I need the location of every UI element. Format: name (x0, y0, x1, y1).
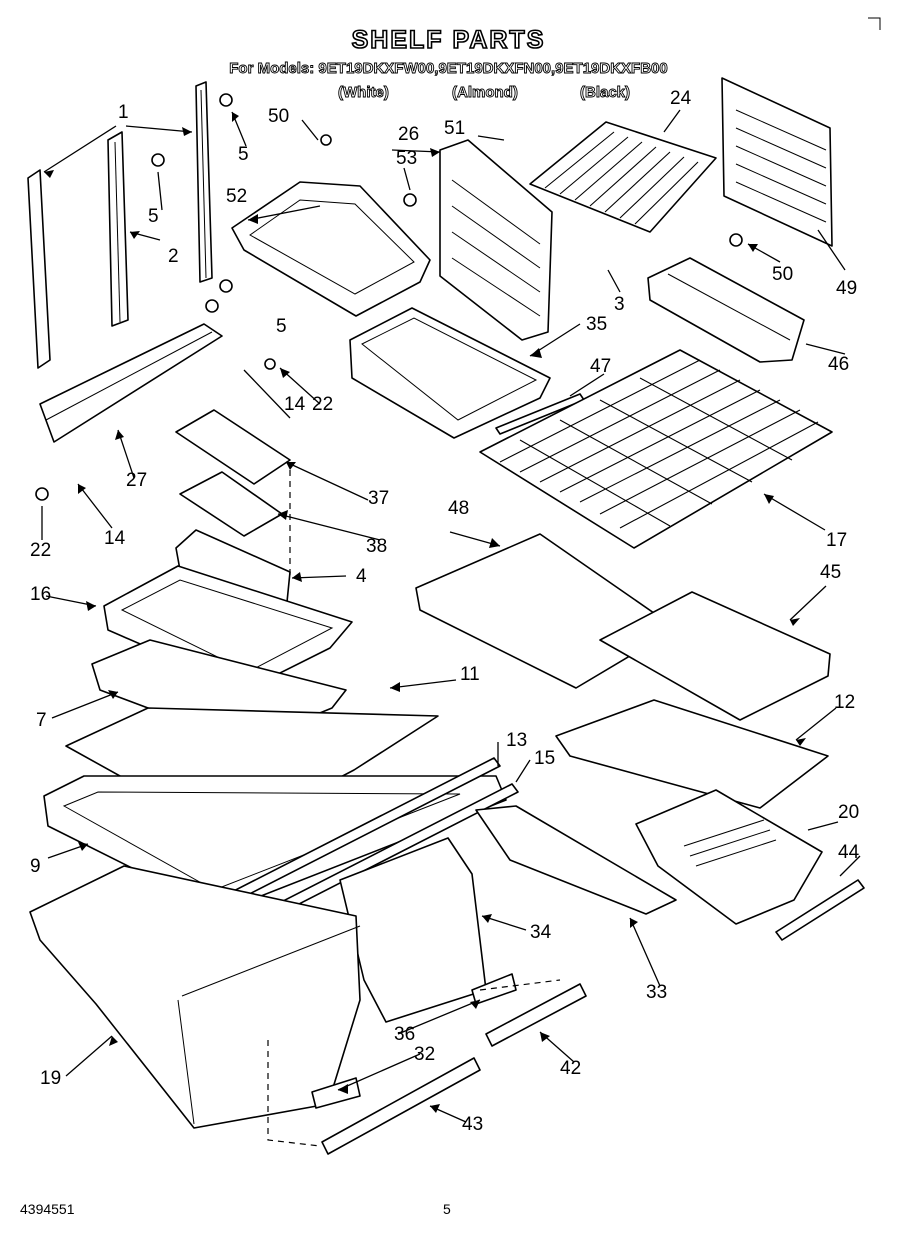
callout-leader-lines (41, 109, 861, 1123)
color-label-black: (Black) (580, 84, 631, 102)
part-17-wire-shelf (479, 349, 833, 549)
part-42-handle (485, 983, 587, 1047)
callout-number: 43 (462, 1114, 483, 1135)
callout-number: 14 (284, 394, 306, 415)
callout-number: 27 (126, 470, 147, 491)
color-label-white: (White) (338, 84, 390, 102)
callout-number: 38 (366, 536, 387, 557)
callout-number: 20 (838, 802, 859, 823)
part-53-grommet (403, 193, 417, 207)
callout-number: 46 (828, 354, 849, 375)
callout-number: 5 (238, 144, 249, 165)
part-19-crisper-drawer (29, 865, 361, 1129)
part-33-drawer-rail (475, 805, 677, 915)
part-26-door-panel (439, 139, 553, 341)
callout-number: 33 (646, 982, 667, 1003)
callout-number: 24 (670, 88, 692, 109)
callout-number: 16 (30, 584, 51, 605)
callout-number: 2 (168, 246, 179, 267)
callout-number: 5 (148, 206, 159, 227)
callout-number: 35 (586, 314, 607, 335)
callout-number: 5 (276, 316, 287, 337)
models-line: For Models: 9ET19DKXFW00,9ET19DKXFN00,9E… (229, 60, 668, 78)
callout-number: 49 (836, 278, 857, 299)
callout-number: 45 (820, 562, 841, 583)
part-38-egg-tray (179, 471, 283, 537)
part-35-storage-pan (349, 307, 551, 439)
color-label-almond: (Almond) (452, 84, 519, 102)
document-number: 4394551 (20, 1201, 75, 1217)
callout-number: 19 (40, 1068, 61, 1089)
part-24-wire-shelf (529, 121, 717, 233)
part-screws (35, 93, 743, 501)
page-number: 5 (443, 1201, 451, 1217)
part-16-glass-shelf (103, 565, 353, 691)
callout-number: 12 (834, 692, 855, 713)
callout-number: 42 (560, 1058, 581, 1079)
callout-number: 52 (226, 186, 247, 207)
callout-number: 34 (530, 922, 552, 943)
diagram-title: SHELF PARTS (351, 25, 546, 55)
part-43-handle (321, 1057, 481, 1155)
callout-number: 22 (30, 540, 51, 561)
callout-number: 50 (772, 264, 793, 285)
callout-number: 1 (118, 102, 129, 123)
callout-number: 9 (30, 856, 41, 877)
part-36-latch (471, 973, 517, 1005)
callout-number: 13 (506, 730, 527, 751)
callout-number: 7 (36, 710, 47, 731)
callout-number: 15 (534, 748, 555, 769)
part-shelf-rails (27, 81, 213, 369)
part-37-lid (175, 409, 291, 485)
callout-number: 48 (448, 498, 469, 519)
part-12-crisper-frame (555, 699, 829, 809)
part-52-dairy-bin (231, 181, 431, 317)
callout-number: 17 (826, 530, 847, 551)
part-45-slide-shelf (599, 591, 831, 721)
callout-number: 4 (356, 566, 367, 587)
corner-mark (868, 17, 881, 30)
callout-number: 32 (414, 1044, 435, 1065)
callout-number: 47 (590, 356, 611, 377)
callout-number: 26 (398, 124, 419, 145)
callout-number: 3 (614, 294, 625, 315)
callout-number: 36 (394, 1024, 415, 1045)
part-48-slide-shelf (415, 533, 665, 689)
part-27-shelf-trim (39, 323, 223, 443)
callout-number: 50 (268, 106, 289, 127)
callout-number: 53 (396, 148, 417, 169)
part-44-strip (775, 879, 865, 941)
part-20-meat-drawer (635, 789, 823, 925)
part-49-shelf-support (721, 77, 833, 247)
callout-number: 37 (368, 488, 389, 509)
callout-number: 14 (104, 528, 126, 549)
callout-number: 44 (838, 842, 860, 863)
callout-number: 11 (460, 664, 480, 685)
callout-number: 51 (444, 118, 465, 139)
callout-number: 22 (312, 394, 333, 415)
